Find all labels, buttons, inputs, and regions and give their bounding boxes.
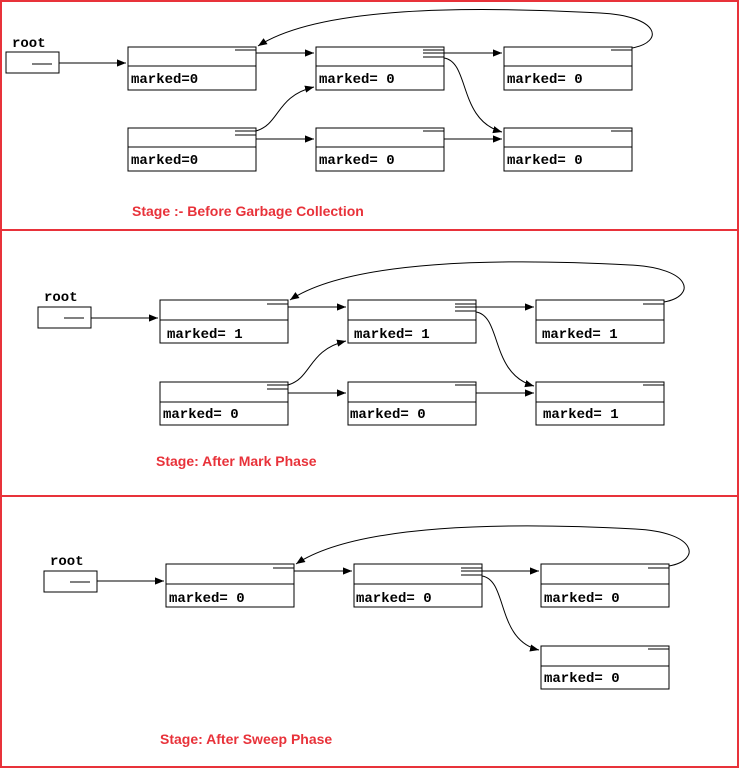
node-b: marked= 0 [353,563,483,608]
root-label: root [44,290,78,306]
node-b: marked= 0 [315,46,445,91]
node-c: marked= 1 [535,299,665,344]
node-label: marked= 1 [167,327,243,343]
root-box [5,51,60,74]
node-label: marked=0 [131,72,198,88]
panel-sweep: root marked= 0 marked= 0 marked= 0 [0,495,739,768]
node-e: marked= 0 [315,127,445,172]
node-label: marked= 0 [350,407,426,423]
node-label: marked= 0 [319,72,395,88]
root-label: root [12,36,46,52]
node-label: marked= 1 [354,327,430,343]
panel-before: root marked=0 marked= 0 marked= 0 [0,0,739,231]
node-f: marked= 1 [535,381,665,426]
node-label: marked= 1 [542,327,618,343]
stage-caption: Stage: After Sweep Phase [160,731,332,747]
node-d: marked= 0 [159,381,289,426]
node-label: marked= 0 [544,591,620,607]
node-label: marked= 0 [169,591,245,607]
stage-caption: Stage :- Before Garbage Collection [132,203,364,219]
node-label: marked= 0 [507,72,583,88]
node-f: marked= 0 [503,127,633,172]
node-d: marked=0 [127,127,257,172]
node-a: marked=0 [127,46,257,91]
node-label: marked= 0 [163,407,239,423]
node-c: marked= 0 [540,563,670,608]
stage-caption: Stage: After Mark Phase [156,453,317,469]
node-label: marked= 0 [319,153,395,169]
node-label: marked= 0 [544,671,620,687]
node-label: marked= 0 [356,591,432,607]
node-f: marked= 0 [540,645,670,690]
edges [91,261,685,397]
node-b: marked= 1 [347,299,477,344]
panel-frame [0,495,739,768]
edges [59,9,653,143]
root-label: root [50,554,84,570]
node-label: marked= 1 [543,407,619,423]
panel-frame [0,0,739,231]
edges [97,525,690,652]
node-c: marked= 0 [503,46,633,91]
panel-mark: root marked= 1 marked= 1 marked= 1 [0,229,739,497]
node-label: marked=0 [131,153,198,169]
node-e: marked= 0 [347,381,477,426]
panel-frame [0,229,739,497]
node-a: marked= 1 [159,299,289,344]
node-a: marked= 0 [165,563,295,608]
node-label: marked= 0 [507,153,583,169]
